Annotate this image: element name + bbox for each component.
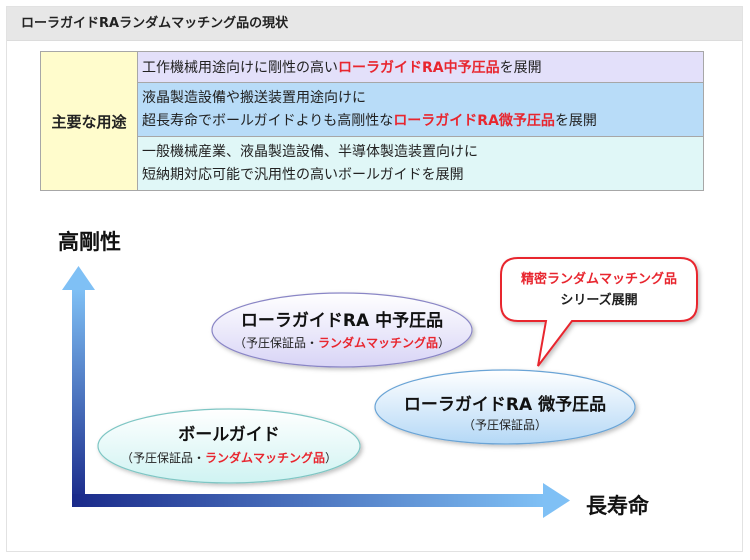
ball-guide-ellipse: ボールガイド （予圧保証品・ランダムマッチング品） bbox=[97, 408, 361, 484]
usage-row: 液晶製造設備や搬送装置用途向けに超長寿命でボールガイドよりも高剛性なローラガイド… bbox=[137, 82, 704, 137]
usage-text: を展開 bbox=[499, 60, 542, 76]
usage-header: 主要な用途 bbox=[40, 51, 138, 191]
y-axis-arrow bbox=[62, 266, 95, 502]
usage-row: 工作機械用途向けに剛性の高いローラガイドRA中予圧品を展開 bbox=[137, 51, 704, 83]
usage-table: 主要な用途 工作機械用途向けに剛性の高いローラガイドRA中予圧品を展開 液晶製造… bbox=[40, 51, 704, 191]
usage-text: 液晶製造設備や搬送装置用途向けに bbox=[142, 89, 366, 106]
usage-text: 工作機械用途向けに剛性の高い bbox=[142, 60, 338, 76]
usage-text: を展開 bbox=[554, 112, 597, 129]
highlight-text: ローラガイドRA中予圧品 bbox=[338, 60, 500, 76]
usage-text: 超長寿命でボールガイドよりも高剛性な bbox=[142, 112, 394, 129]
callout-bubble: 精密ランダムマッチング品 シリーズ展開 bbox=[500, 257, 698, 367]
usage-row: 一般機械産業、液晶製造設備、半導体製造装置向けに短納期対応可能で汎用性の高いボー… bbox=[137, 136, 704, 191]
callout-title: 精密ランダムマッチング品 bbox=[521, 271, 677, 287]
ra-light-subtitle: （予圧保証品） bbox=[463, 418, 547, 432]
ra-medium-preload-ellipse: ローラガイドRA 中予圧品 （予圧保証品・ランダムマッチング品） bbox=[211, 292, 473, 368]
ball-guide-subtitle: （予圧保証品・ランダムマッチング品） bbox=[121, 450, 337, 465]
ra-light-title: ローラガイドRA 微予圧品 bbox=[404, 394, 606, 415]
page-title: ローラガイドRAランダムマッチング品の現状 bbox=[7, 7, 742, 41]
y-axis-label: 高剛性 bbox=[58, 230, 121, 254]
usage-text: 短納期対応可能で汎用性の高いボールガイドを展開 bbox=[142, 166, 464, 183]
ra-medium-title: ローラガイドRA 中予圧品 bbox=[241, 310, 443, 331]
x-axis-label: 長寿命 bbox=[586, 494, 650, 518]
ball-guide-title: ボールガイド bbox=[178, 425, 280, 445]
ra-light-preload-ellipse: ローラガイドRA 微予圧品 （予圧保証品） bbox=[374, 369, 636, 445]
highlight-text: ローラガイドRA微予圧品 bbox=[393, 112, 555, 129]
ra-medium-subtitle: （予圧保証品・ランダムマッチング品） bbox=[234, 335, 450, 350]
callout-subtitle: シリーズ展開 bbox=[560, 292, 637, 308]
usage-text: 一般機械産業、液晶製造設備、半導体製造装置向けに bbox=[142, 143, 478, 160]
x-axis-arrow bbox=[72, 483, 570, 518]
